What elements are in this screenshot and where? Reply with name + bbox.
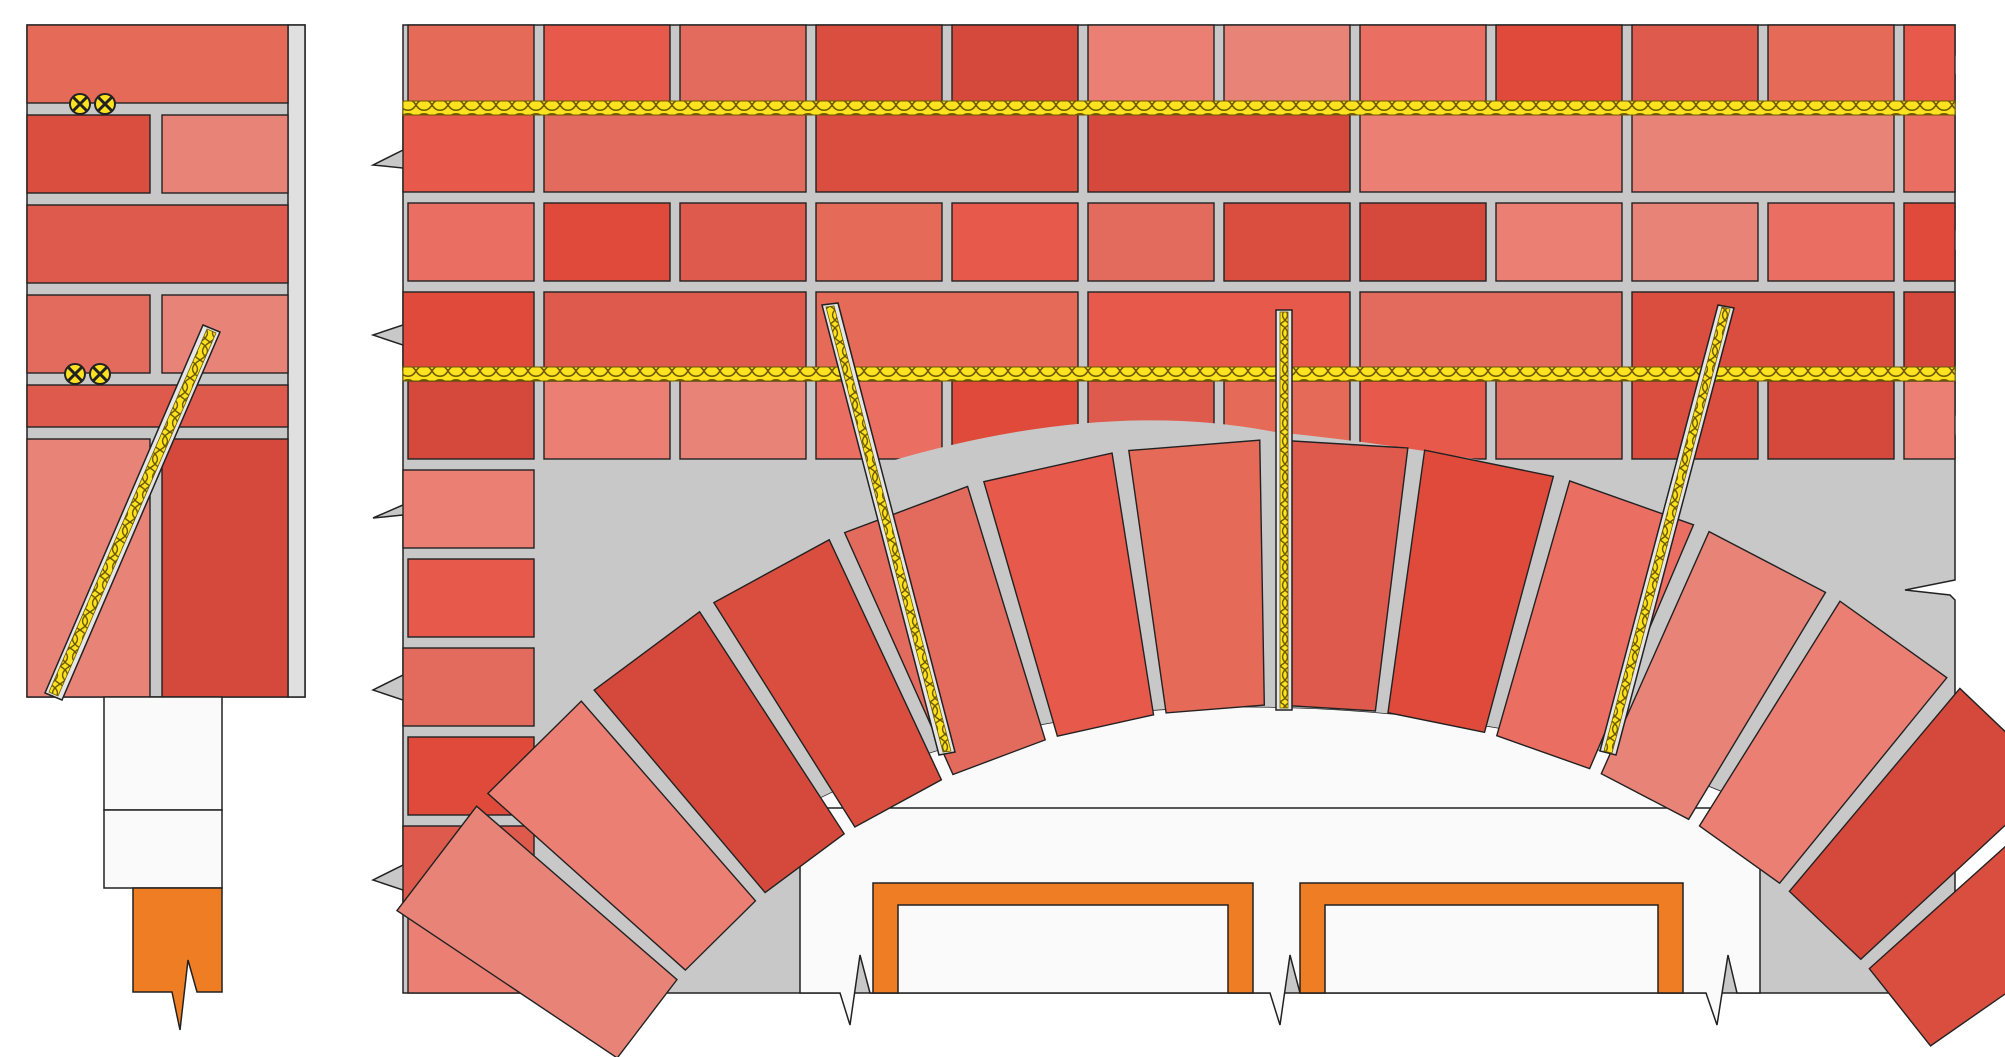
section-concrete-upper: [103, 696, 223, 811]
wall-brick: [402, 291, 535, 371]
section-brick: [26, 24, 289, 104]
wall-brick: [1359, 291, 1623, 371]
section-view: [26, 24, 306, 1031]
steel-frame: [872, 882, 1254, 994]
helical-tie-rod-right: [1599, 304, 1735, 756]
wall-brick: [1087, 113, 1351, 193]
wall-brick: [543, 380, 671, 460]
arch-voussoir: [1600, 530, 1827, 821]
section-helical-rod: [44, 324, 221, 701]
wall-brick: [1359, 24, 1487, 104]
section-cavity-edge: [287, 24, 306, 698]
arch-voussoir: [1788, 687, 2005, 961]
wall-brick: [1767, 202, 1895, 282]
wall-brick: [1631, 24, 1759, 104]
wall-brick: [407, 380, 535, 460]
bed-joint-reinforcement: [402, 366, 1956, 382]
wall-brick: [1767, 380, 1895, 460]
wall-brick: [1903, 202, 1956, 282]
wall-brick: [815, 291, 1079, 371]
wall-brick: [1087, 202, 1215, 282]
arch-voussoir: [982, 452, 1155, 738]
section-brick: [26, 114, 151, 194]
wall-brick: [815, 380, 943, 460]
wall-brick: [1495, 202, 1623, 282]
wall-brick: [1087, 291, 1351, 371]
section-brick: [161, 114, 289, 194]
arch-voussoir: [712, 538, 943, 828]
wall-brick: [951, 24, 1079, 104]
wall-brick: [1767, 24, 1895, 104]
arch-voussoir: [593, 610, 846, 894]
wall-brick: [1495, 380, 1623, 460]
wall-brick: [1903, 113, 1956, 193]
arch-voussoir: [1868, 845, 2005, 1047]
wall-brick: [407, 24, 535, 104]
wall-brick: [1903, 24, 1956, 104]
wall-brick: [679, 380, 807, 460]
wall-brick: [543, 113, 807, 193]
wall-brick: [1087, 24, 1215, 104]
wall-brick: [815, 113, 1079, 193]
wall-brick: [407, 202, 535, 282]
section-brick: [161, 438, 289, 698]
wall-brick: [1223, 202, 1351, 282]
wall-brick: [402, 113, 535, 193]
section-brick-courses: [26, 24, 289, 698]
wall-brick: [543, 291, 807, 371]
wall-brick: [402, 469, 535, 549]
wall-brick: [1223, 24, 1351, 104]
wall-brick: [815, 202, 943, 282]
arch-voussoir: [1495, 480, 1695, 770]
wall-brick: [1359, 113, 1623, 193]
wall-brick: [1903, 291, 1956, 371]
section-brick: [26, 294, 151, 374]
bed-joint-tie-icon: [69, 93, 116, 115]
section-concrete-lower: [103, 809, 223, 889]
bed-joint-reinforcement: [402, 100, 1956, 116]
helical-tie-rod-center: [1275, 309, 1293, 711]
wall-brick: [951, 202, 1079, 282]
wall-brick: [543, 24, 671, 104]
wall-brick: [407, 558, 535, 638]
arch-voussoirs: [395, 439, 2005, 1057]
wall-brick: [1631, 113, 1895, 193]
wall-brick: [679, 202, 807, 282]
arch-voussoir: [395, 805, 678, 1057]
helical-tie-rod-left: [821, 302, 956, 756]
wall-brick: [815, 24, 943, 104]
section-brick: [26, 438, 151, 698]
section-brick: [26, 204, 289, 284]
arch-voussoir: [486, 700, 757, 972]
wall-brick: [1903, 380, 1956, 460]
section-brick: [161, 294, 289, 374]
wall-brick: [1631, 202, 1759, 282]
wall-brick: [679, 24, 807, 104]
bed-joint-tie-icon: [64, 363, 111, 385]
steel-frame: [1299, 882, 1684, 994]
section-brick: [26, 384, 289, 428]
wall-brick: [543, 202, 671, 282]
wall-brick: [1495, 24, 1623, 104]
wall-brick: [1359, 202, 1487, 282]
arch-voussoir: [1387, 449, 1555, 734]
elevation-view: [370, 24, 2005, 1057]
wall-brick: [402, 647, 535, 727]
arch-voussoir: [1128, 439, 1266, 714]
wall-brick: [1631, 291, 1895, 371]
section-steel-flange: [132, 887, 223, 1031]
arch-voussoir: [1698, 600, 1948, 885]
